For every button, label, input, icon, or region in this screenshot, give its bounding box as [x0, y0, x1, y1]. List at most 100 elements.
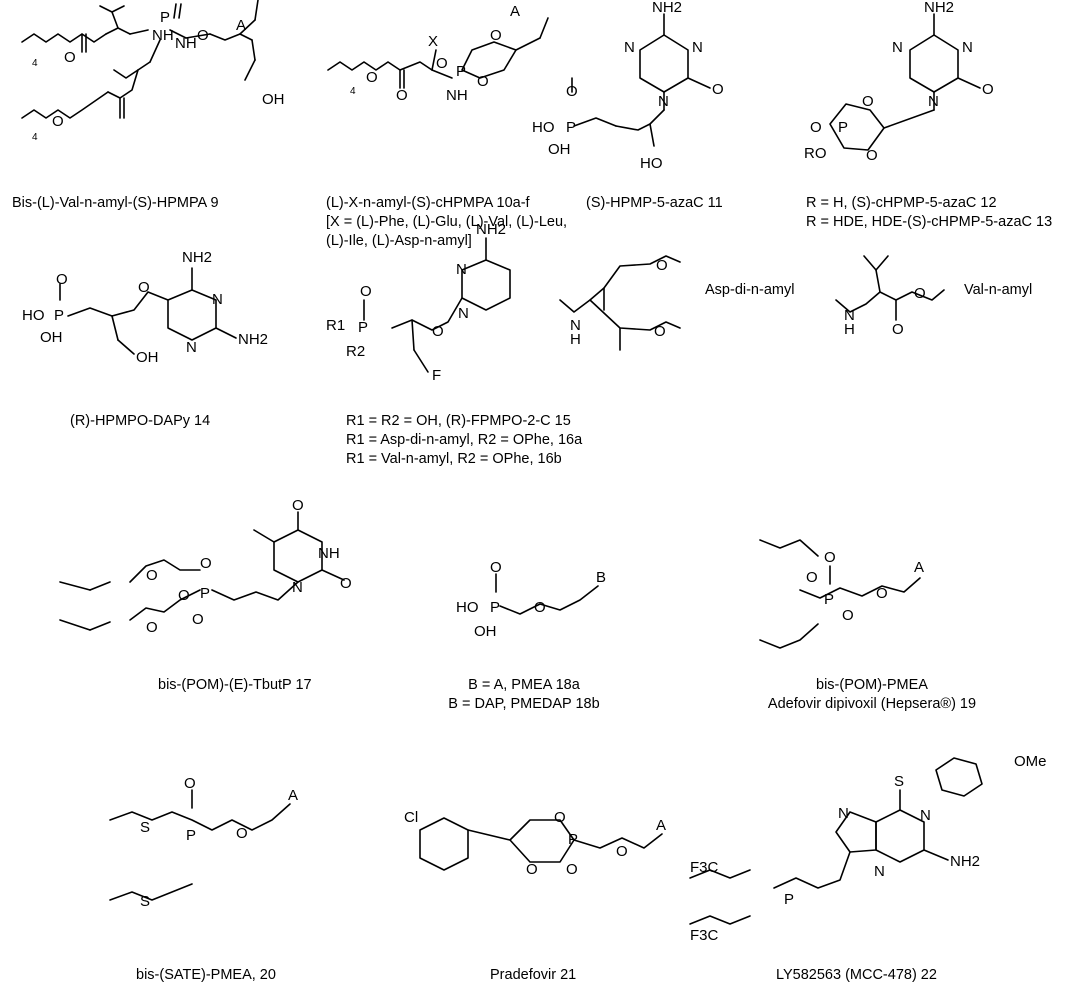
atom-A-20: A	[288, 787, 298, 804]
atom-Cl-21: Cl	[404, 809, 418, 826]
atom-OH-18: OH	[474, 623, 497, 640]
structure-20	[109, 789, 291, 901]
atom-N-12b: N	[962, 39, 973, 56]
caption-19-line1: bis-(POM)-PMEA	[816, 677, 928, 693]
atom-S-20a: S	[140, 819, 150, 836]
atom-O-10d: O	[366, 69, 378, 86]
atom-F-15: F	[432, 367, 441, 384]
atom-O-20b: O	[236, 825, 248, 842]
atom-N-15b: N	[458, 305, 469, 322]
caption-18b: B = DAP, PMEDAP 18b	[448, 696, 600, 712]
atom-P-12: P	[838, 119, 848, 136]
atom-O-9c: O	[52, 113, 64, 130]
caption-17: bis-(POM)-(E)-TbutP 17	[158, 677, 312, 693]
atom-N-14b: N	[186, 339, 197, 356]
atom-OH-14b: OH	[136, 349, 159, 366]
caption-15-16: R1 = R2 = OH, (R)-FPMPO-2-C 15 R1 = Asp-…	[346, 412, 582, 469]
atom-R2-15: R2	[346, 343, 365, 360]
atom-P-22: P	[784, 891, 794, 908]
caption-18: B = A, PMEA 18a B = DAP, PMEDAP 18b	[424, 676, 624, 714]
atom-S-22: S	[894, 773, 904, 790]
atom-P-10: P	[456, 63, 466, 80]
structure-asp-di-n-amyl	[559, 255, 681, 351]
atom-O-19a: O	[824, 549, 836, 566]
structure-19	[759, 539, 921, 649]
atom-OMe-22: OMe	[1014, 753, 1047, 770]
atom-H-val: H	[844, 321, 855, 338]
atom-B-18: B	[596, 569, 606, 586]
caption-19-line2: Adefovir dipivoxil (Hepsera®) 19	[767, 696, 977, 712]
caption-20: bis-(SATE)-PMEA, 20	[136, 967, 276, 983]
atom-O-21b: O	[526, 861, 538, 878]
structure-9	[21, 0, 259, 119]
atom-NH2-15: NH2	[476, 221, 506, 238]
atom-A-10: A	[510, 3, 520, 20]
atom-O-19c: O	[842, 607, 854, 624]
caption-10-line2: [X = (L)-Phe, (L)-Glu, (L)-Val, (L)-Leu,	[326, 214, 568, 230]
atom-NH-9a: NH	[152, 27, 174, 44]
atom-NH-9b: NH	[175, 35, 197, 52]
atom-A-21: A	[656, 817, 666, 834]
atom-NH2-22: NH2	[950, 853, 980, 870]
atom-O-12b: O	[862, 93, 874, 110]
caption-11: (S)-HPMP-5-azaC 11	[586, 195, 723, 211]
structure-21	[419, 817, 663, 871]
atom-P-18: P	[490, 599, 500, 616]
atom-O-15b: O	[360, 283, 372, 300]
atom-P-19: P	[824, 591, 834, 608]
atom-O-17a: O	[292, 497, 304, 514]
caption-10-line3: (L)-Ile, (L)-Asp-n-amyl]	[326, 233, 472, 249]
atom-S-20b: S	[140, 893, 150, 910]
atom-F3C-22a: F3C	[690, 859, 719, 876]
atom-O-18a: O	[490, 559, 502, 576]
label-asp-di-n-amyl: Asp-di-n-amyl	[705, 282, 795, 298]
atom-O-21a: O	[554, 809, 566, 826]
atom-O-17b: O	[340, 575, 352, 592]
atom-NH-10: NH	[446, 87, 468, 104]
atom-P-17: P	[200, 585, 210, 602]
caption-9: Bis-(L)-Val-n-amyl-(S)-HPMPA 9	[12, 195, 219, 211]
atom-O-17f: O	[146, 567, 158, 584]
atom-F3C-22b: F3C	[690, 927, 719, 944]
atom-P-11: P	[566, 119, 576, 136]
atom-RO-12: RO	[804, 145, 827, 162]
atom-O-21d: O	[616, 843, 628, 860]
atom-O-9b: O	[64, 49, 76, 66]
atom-A-9: A	[236, 17, 246, 34]
atom-O-11: O	[712, 81, 724, 98]
atom-O-17e: O	[192, 611, 204, 628]
atom-P-9: P	[160, 9, 170, 26]
caption-19: bis-(POM)-PMEA Adefovir dipivoxil (Hepse…	[752, 676, 992, 714]
atom-O-12c: O	[810, 119, 822, 136]
atom-OH-9: OH	[262, 91, 285, 108]
atom-H-asp: H	[570, 331, 581, 348]
atom-NH-17: NH	[318, 545, 340, 562]
atom-O-19b: O	[806, 569, 818, 586]
structure-15-16	[363, 237, 511, 373]
structure-17	[59, 511, 345, 631]
atom-HO-18: HO	[456, 599, 479, 616]
atom-O-14a: O	[138, 279, 150, 296]
atom-P-21: P	[568, 831, 578, 848]
atom-O-15: O	[432, 323, 444, 340]
structure-10	[327, 17, 549, 89]
caption-12-13: R = H, (S)-cHPMP-5-azaC 12 R = HDE, HDE-…	[806, 194, 1052, 232]
atom-P-20: P	[186, 827, 196, 844]
atom-O-14b: O	[56, 271, 68, 288]
atom-HO-14: HO	[22, 307, 45, 324]
structure-val-n-amyl	[835, 255, 945, 321]
atom-N-22c: N	[920, 807, 931, 824]
label-val-n-amyl: Val-n-amyl	[964, 282, 1033, 298]
caption-16b: R1 = Val-n-amyl, R2 = OPhe, 16b	[346, 451, 562, 467]
atom-O-10c: O	[477, 73, 489, 90]
atom-R1-15: R1	[326, 317, 345, 334]
atom-X-10: X	[428, 33, 438, 50]
atom-P-14: P	[54, 307, 64, 324]
atom-NH2-14a: NH2	[182, 249, 212, 266]
atom-O-val-b: O	[892, 321, 904, 338]
atom-O-10a: O	[436, 55, 448, 72]
sub-4-9b: 4	[32, 132, 38, 143]
atom-OH-11a: OH	[548, 141, 571, 158]
atom-N-14a: N	[212, 291, 223, 308]
